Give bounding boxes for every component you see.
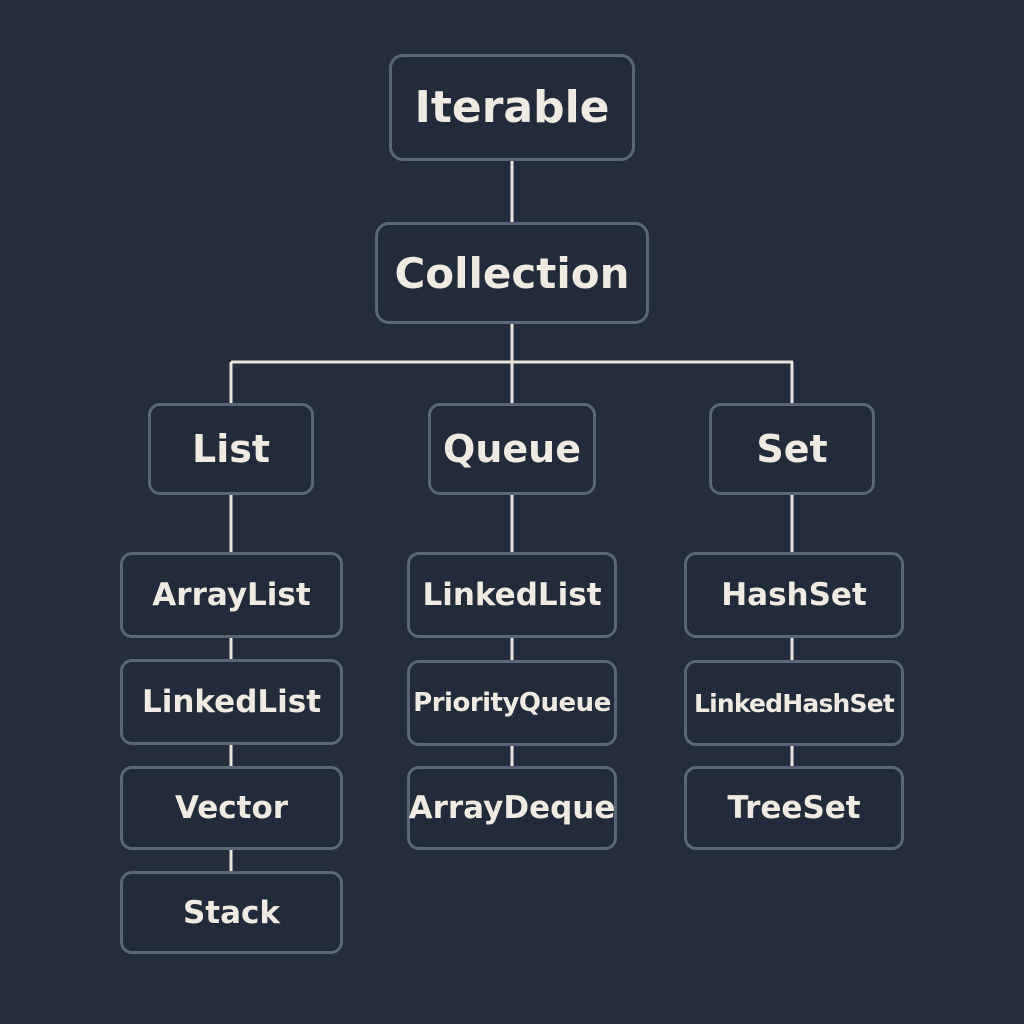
stack-node: Stack [120, 871, 343, 954]
linkedhashset-node: LinkedHashSet [684, 660, 904, 746]
list-node: List [148, 403, 314, 495]
treeset-node: TreeSet [684, 766, 904, 850]
queue-node: Queue [428, 403, 596, 495]
list-linkedlist-node: LinkedList [120, 659, 343, 745]
arraydeque-node: ArrayDeque [407, 766, 617, 850]
hashset-node: HashSet [684, 552, 904, 638]
queue-linkedlist-node: LinkedList [407, 552, 617, 638]
set-node: Set [709, 403, 875, 495]
priorityqueue-node: PriorityQueue [407, 660, 617, 746]
collection-node: Collection [375, 222, 649, 324]
arraylist-node: ArrayList [120, 552, 343, 638]
iterable-node: Iterable [389, 54, 635, 161]
vector-node: Vector [120, 766, 343, 850]
